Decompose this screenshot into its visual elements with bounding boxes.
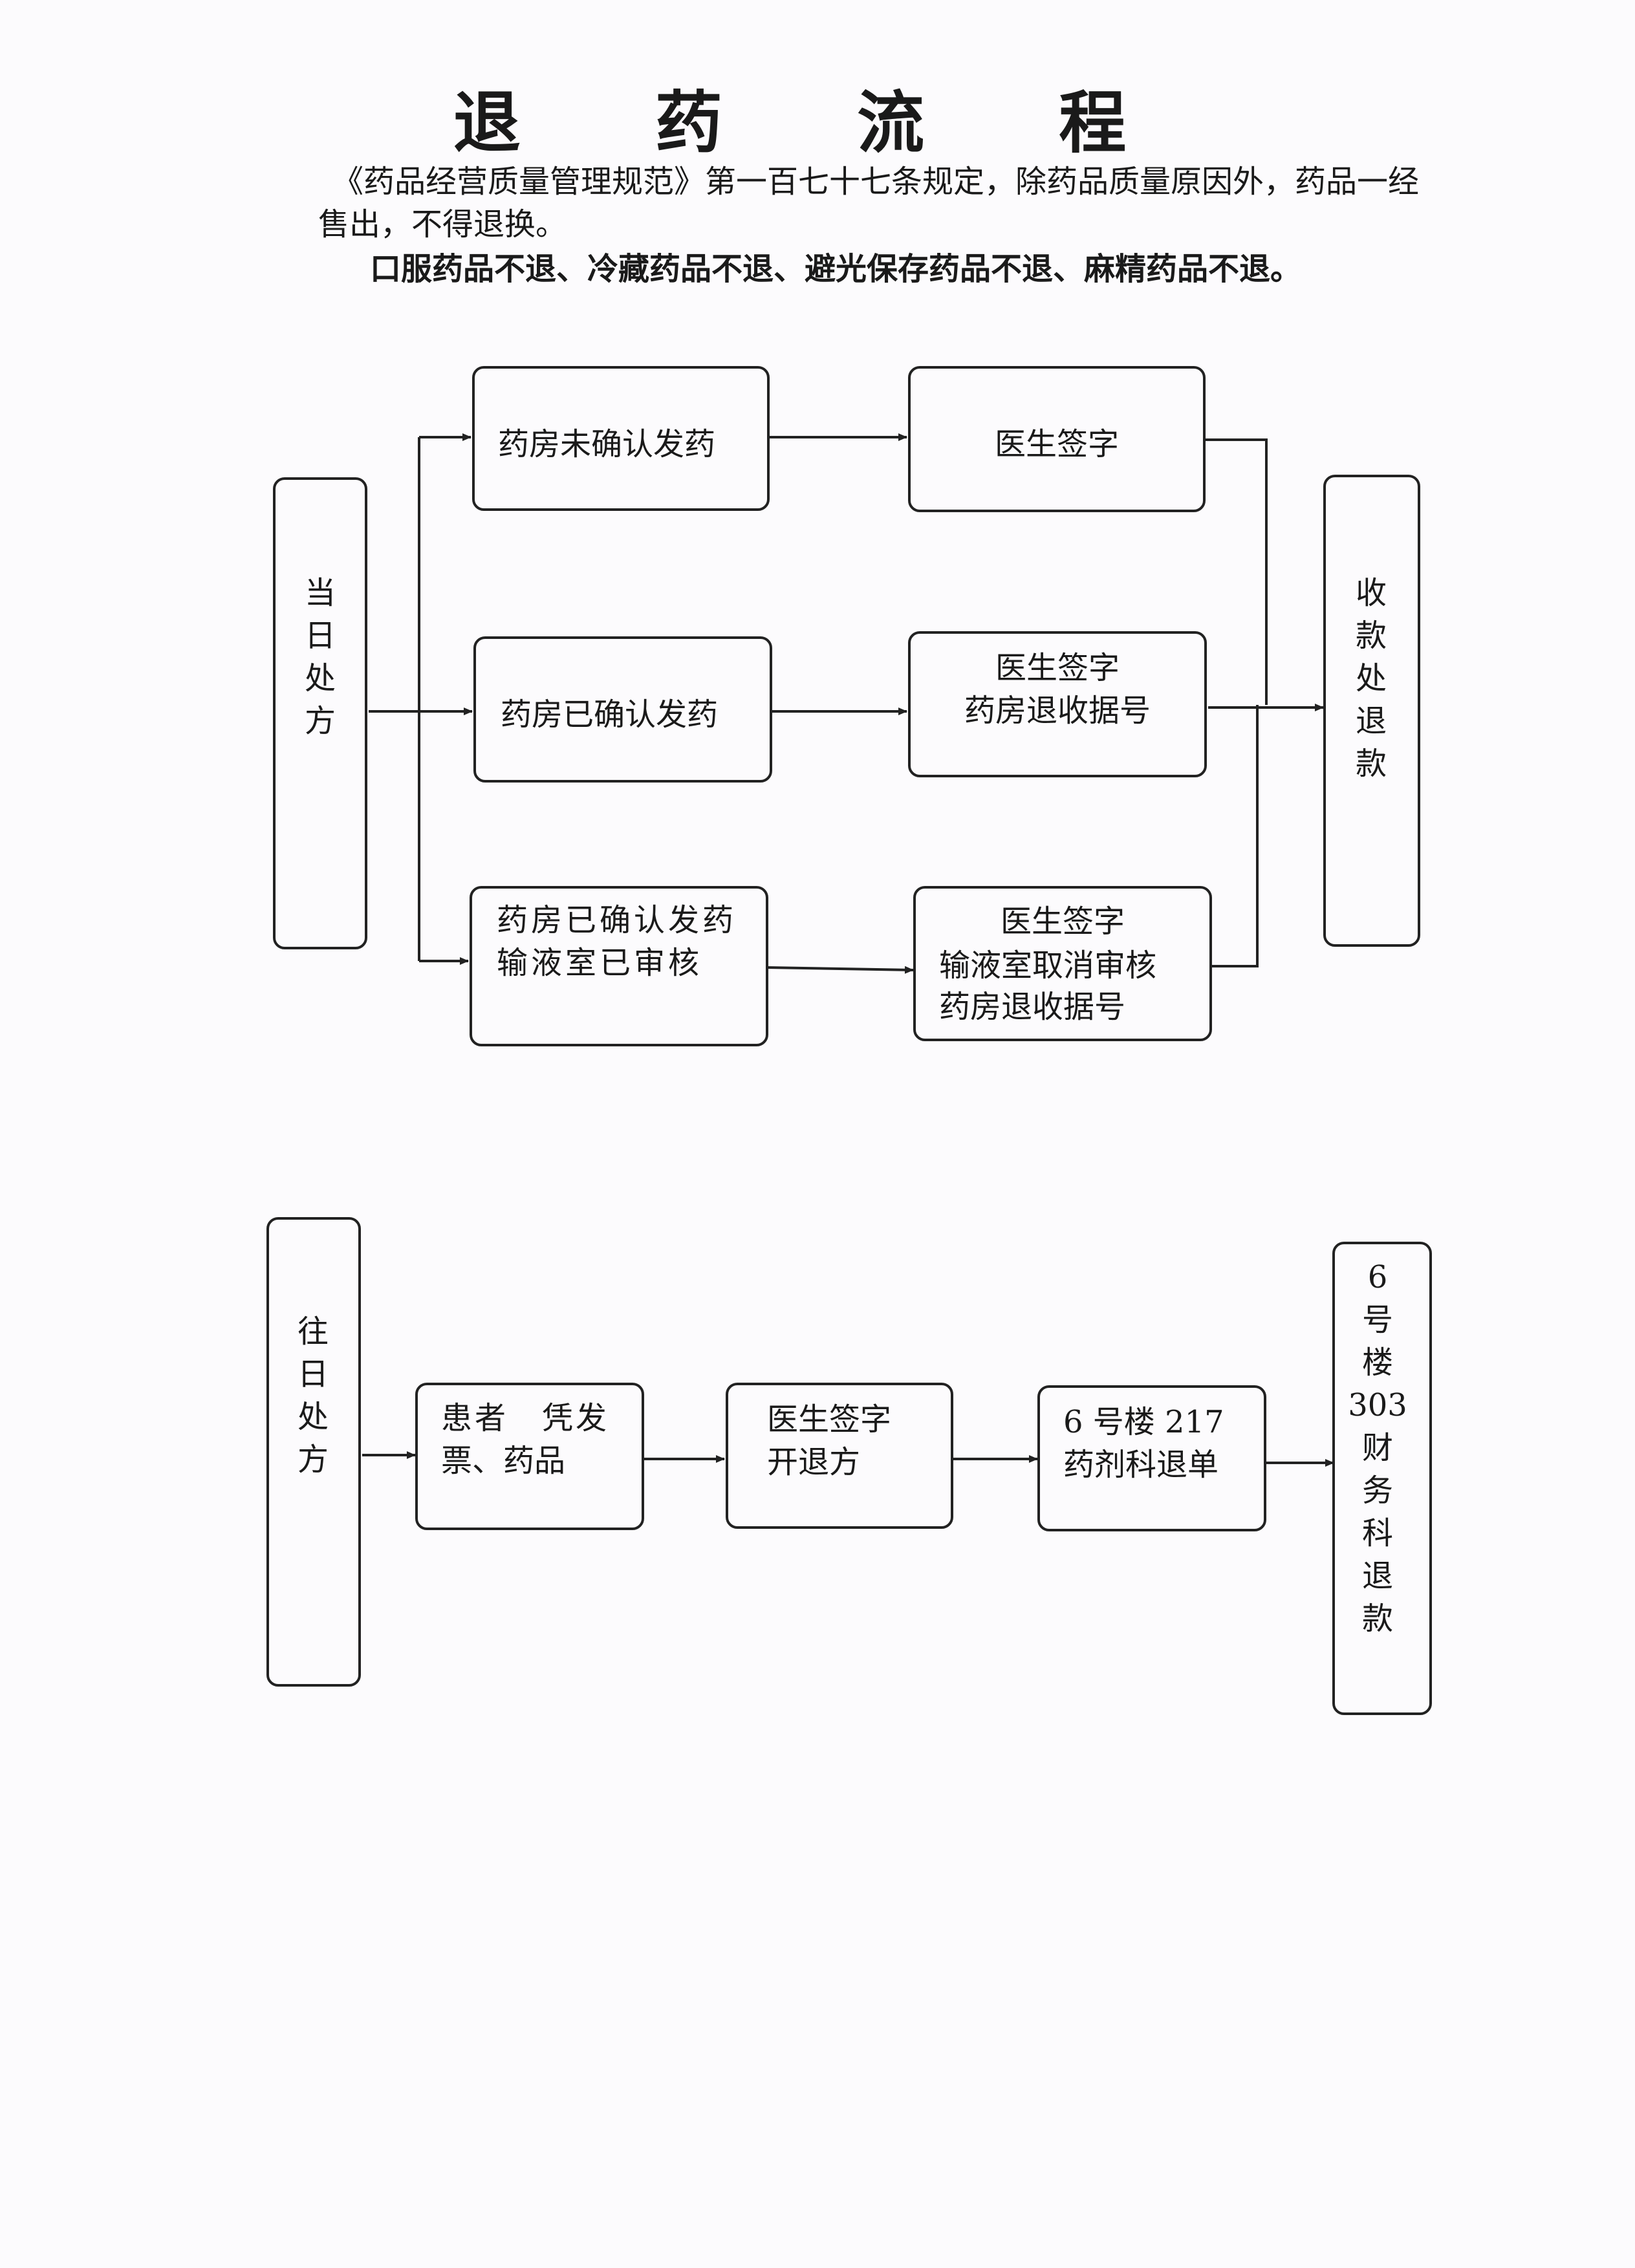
arrow-row3-status-to-action: [766, 966, 914, 974]
step-box-pharmacy: [1037, 1385, 1266, 1531]
status-text-row1: 药房未确认发药: [498, 426, 716, 462]
step-text-patient-line2: 票、药品: [441, 1443, 566, 1479]
same-day-prescription-box: [273, 477, 367, 949]
non-returnable-note: 口服药品不退、冷藏药品不退、避光保存药品不退、麻精药品不退。: [370, 251, 1302, 287]
status-box-row2: [473, 636, 772, 783]
cashier-refund-box: [1323, 475, 1420, 947]
step-box-patient: [415, 1383, 644, 1530]
status-text-row2: 药房已确认发药: [501, 697, 719, 733]
status-text-row3-line2: 输液室已审核: [497, 945, 703, 981]
step-text-patient-line1: 患者 凭发: [441, 1400, 610, 1436]
status-box-row3: [470, 886, 768, 1046]
previous-day-prescription-box: [266, 1217, 361, 1687]
step-box-doctor: [726, 1383, 953, 1529]
same-day-prescription-label: 当日处方: [304, 575, 336, 739]
action-box-row2: [908, 631, 1207, 777]
previous-day-prescription-label: 往日处方: [297, 1313, 329, 1478]
regulation-intro: 《药品经营质量管理规范》第一百七十七条规定，除药品质量原因外，药品一经 售出，不…: [318, 160, 1456, 246]
step-text-doctor-line2: 开退方: [767, 1444, 861, 1480]
intro-line-2: 售出，不得退换。: [318, 206, 567, 243]
step-text-pharmacy-line2: 药剂科退单: [1063, 1447, 1219, 1483]
step-text-doctor-line1: 医生签字: [767, 1401, 892, 1438]
action-text-row3-line1: 医生签字: [1000, 903, 1125, 940]
cashier-refund-label: 收款处退款: [1355, 575, 1387, 782]
intro-line-1: 《药品经营质量管理规范》第一百七十七条规定，除药品质量原因外，药品一经: [332, 164, 1420, 200]
action-text-row1: 医生签字: [994, 426, 1119, 462]
step-text-pharmacy-line1: 6 号楼 217: [1063, 1404, 1224, 1440]
action-text-row2-line1: 医生签字: [995, 650, 1120, 686]
action-text-row3-line3: 药房退收据号: [939, 989, 1126, 1025]
action-text-row3-line2: 输液室取消审核: [939, 947, 1157, 984]
action-box-row3: [913, 886, 1212, 1041]
status-text-row3-line1: 药房已确认发药: [497, 902, 737, 938]
action-box-row1: [908, 366, 1206, 512]
page-title: 退 药 流 程: [453, 83, 1182, 162]
status-box-row1: [472, 366, 770, 511]
finance-refund-box: [1332, 1242, 1432, 1715]
merge-row1: [1206, 438, 1268, 705]
merge-row3: [1212, 705, 1259, 967]
action-text-row2-line2: 药房退收据号: [964, 693, 1151, 729]
